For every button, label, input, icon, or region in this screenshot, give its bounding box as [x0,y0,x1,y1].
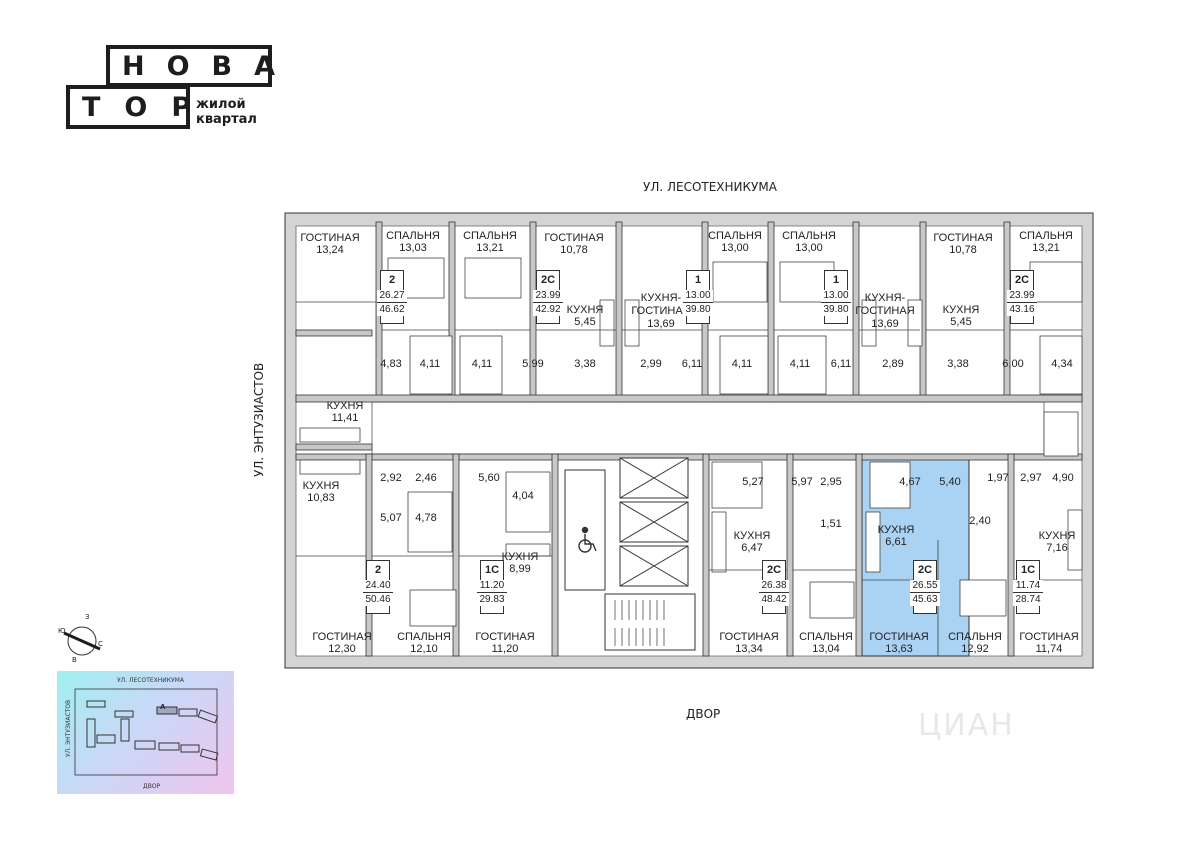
walls-left-wing [295,329,373,451]
area-value: 4,78 [415,512,437,524]
walls-bottom-row [295,453,1083,657]
core [564,457,696,651]
area-value: 2,97 [1020,472,1042,484]
corridor [371,401,1045,455]
area-value: 1,97 [987,472,1009,484]
area-value: 4,90 [1052,472,1074,484]
logo-text-row1: НОВА [122,50,298,82]
minimap-buildings [74,688,219,776]
street-bottom-label: ДВОР [686,707,721,721]
watermark: ЦИАН [918,708,1015,743]
area-value: 2,95 [820,476,842,488]
area-value: 2,46 [415,472,437,484]
compass-north: З [85,613,90,621]
area-value: 1,51 [820,518,842,530]
room-dividers [296,301,1082,656]
area-value: 4,11 [731,358,753,370]
area-value: 5,27 [742,476,764,488]
logo-subtitle-line2: квартал [196,112,257,127]
logo-text-row2: ТОР [82,91,216,123]
compass-south: В [72,656,77,664]
area-value: 5,40 [939,476,961,488]
area-value: 2,99 [640,358,662,370]
beds [387,257,1083,627]
bathrooms [407,335,1083,553]
minimap-bottom: ДВОР [143,783,161,790]
compass-icon [63,626,101,656]
area-value: 3,38 [947,358,969,370]
area-value: 5,99 [522,358,544,370]
area-value: 2,92 [380,472,402,484]
area-value: 5,60 [478,472,500,484]
minimap-top-street: УЛ. ЛЕСОТЕХНИКУМА [117,677,184,684]
logo-subtitle: жилой квартал [196,97,257,127]
area-value: 5,07 [380,512,402,524]
area-value: 4,83 [380,358,402,370]
area-value: 6,11 [681,358,703,370]
area-value: 6,11 [830,358,852,370]
area-value: 2,89 [882,358,904,370]
compass-west: Ю [58,627,66,635]
minimap-marker: А [160,703,166,711]
logo-bottom-box: ТОР [66,85,191,129]
site-minimap: УЛ. ЛЕСОТЕХНИКУМА УЛ. ЭНТУЗИАСТОВ ДВОР А [57,671,234,794]
area-value: 4,34 [1051,358,1073,370]
area-value: 5,97 [791,476,813,488]
area-value: 4,67 [899,476,921,488]
kitchen-counters [299,299,1083,573]
logo-top-box: НОВА [106,45,275,87]
area-value: 4,11 [789,358,811,370]
area-value: 2,40 [969,515,991,527]
wheelchair-icon [578,526,597,553]
area-value: 6,00 [1002,358,1024,370]
area-value: 4,04 [512,490,534,502]
area-value: 4,11 [419,358,441,370]
area-value: 4,11 [471,358,493,370]
compass-east: С [98,640,103,648]
street-top-label: УЛ. ЛЕСОТЕХНИКУМА [643,180,777,194]
area-value: 3,38 [574,358,596,370]
logo-subtitle-line1: жилой [196,97,246,112]
